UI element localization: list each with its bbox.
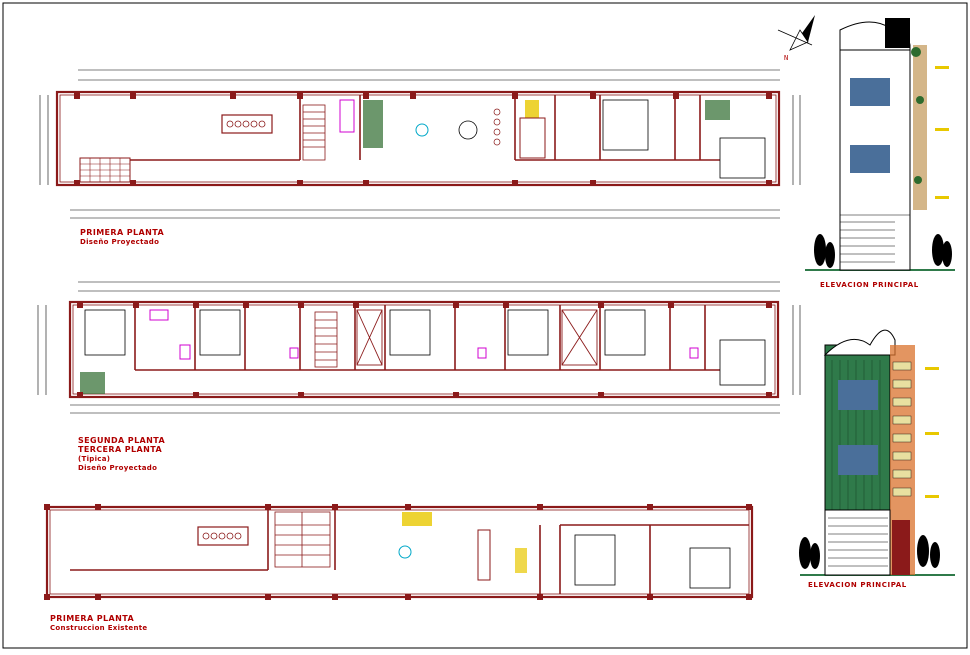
plan-top-stair bbox=[302, 104, 326, 161]
display-counter bbox=[221, 114, 273, 134]
plan-bottom-outer-wall bbox=[45, 505, 754, 599]
plan-top-subtitle: Diseño Proyectado bbox=[80, 238, 160, 246]
plan-middle-stair bbox=[314, 311, 338, 368]
plan-middle-dimensions bbox=[37, 281, 801, 414]
plan-top-columns bbox=[74, 93, 772, 186]
plan-bottom bbox=[44, 504, 754, 600]
plan-middle-title-3: (Tipica) bbox=[78, 455, 111, 463]
elevation-bottom bbox=[799, 329, 955, 576]
north-letter: N bbox=[784, 54, 788, 62]
plan-middle-partitions bbox=[134, 305, 720, 371]
plan-middle-outer-wall bbox=[68, 300, 780, 399]
plan-middle-subtitle: Diseño Proyectado bbox=[78, 464, 158, 472]
north-arrow-icon: N bbox=[777, 15, 815, 62]
plan-bottom-partitions bbox=[70, 510, 749, 594]
plan-middle-title-2: TERCERA PLANTA bbox=[78, 445, 163, 454]
elevation-top-title: ELEVACION PRINCIPAL bbox=[820, 281, 919, 289]
plan-bottom-title: PRIMERA PLANTA bbox=[50, 614, 135, 623]
plan-bottom-stair bbox=[274, 511, 331, 568]
elevation-top bbox=[805, 18, 955, 271]
plan-top-outer-wall bbox=[55, 90, 781, 187]
plan-bottom-subtitle: Construccion Existente bbox=[50, 624, 148, 632]
plan-bottom-columns bbox=[44, 504, 752, 600]
plan-middle-columns bbox=[77, 302, 772, 398]
plan-top-title: PRIMERA PLANTA bbox=[80, 228, 165, 237]
plan-top bbox=[39, 69, 801, 219]
plan-middle-title-1: SEGUNDA PLANTA bbox=[78, 436, 166, 445]
plan-middle bbox=[37, 281, 801, 414]
plan-top-partitions bbox=[80, 95, 720, 161]
plan-top-dimensions bbox=[39, 69, 801, 219]
elevation-bottom-title: ELEVACION PRINCIPAL bbox=[808, 581, 907, 589]
